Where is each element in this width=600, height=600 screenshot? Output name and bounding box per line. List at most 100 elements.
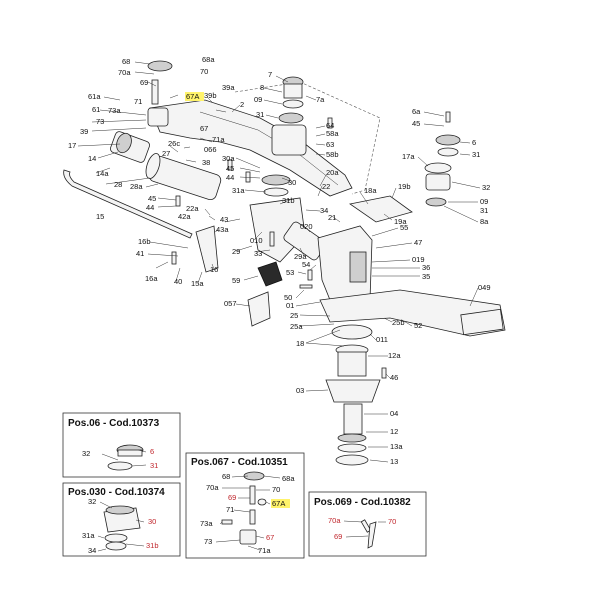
label-2: 2: [240, 100, 244, 109]
detail-pos030-label-30: 30: [148, 517, 156, 526]
detail-pos067-67a-highlight: [271, 499, 290, 508]
label-15a: 15a: [191, 279, 204, 288]
screws: [171, 111, 451, 379]
label-64: 64: [326, 121, 334, 130]
label-50: 50: [284, 293, 292, 302]
label-13a: 13a: [390, 442, 403, 451]
label-01: 01: [286, 301, 294, 310]
label-27: 27: [162, 149, 170, 158]
wedge-part: [247, 291, 271, 327]
detail-pos067-label-70a: 70a: [206, 483, 219, 492]
label-31a: 31a: [232, 186, 245, 195]
label-16a: 16a: [145, 274, 158, 283]
plate-part: [348, 195, 413, 223]
main-assembly: [63, 60, 506, 466]
main-labels: 68 68a 70a 70 69 67A 61a 61 73a 71 73 67…: [68, 55, 491, 466]
label-28a: 28a: [130, 182, 143, 191]
detail-pos030-label-31a: 31a: [82, 531, 95, 540]
detail-box-pos067: Pos.067 - Cod.10351 68 68a 70a 70 69 67A…: [185, 452, 305, 559]
bracket-part: [195, 225, 219, 273]
detail-pos067-label-71a: 71a: [258, 546, 271, 555]
label-19b: 19b: [398, 182, 411, 191]
label-8a: 8a: [480, 217, 489, 226]
label-71: 71: [134, 97, 142, 106]
label-12a: 12a: [388, 351, 401, 360]
detail-title-pos030: Pos.030 - Cod.10374: [68, 487, 165, 498]
label-26c: 26c: [168, 139, 180, 148]
label-14: 14: [88, 154, 96, 163]
detail-pos067-label-67: 67: [266, 533, 274, 542]
label-58b: 58b: [326, 150, 339, 159]
detail-box-pos069: Pos.069 - Cod.10382 70a 70 69: [308, 491, 427, 557]
label-03: 03: [296, 386, 304, 395]
label-057: 057: [224, 299, 237, 308]
label-25: 25: [290, 311, 298, 320]
label-43a: 43a: [216, 225, 229, 234]
label-44-center: 44: [226, 173, 234, 182]
label-17a: 17a: [402, 152, 415, 161]
label-20a: 20a: [326, 168, 339, 177]
label-63: 63: [326, 140, 334, 149]
label-25b: 25b: [392, 318, 405, 327]
label-17: 17: [68, 141, 76, 150]
label-67a: 67A: [186, 92, 199, 101]
label-71a: 71a: [212, 135, 225, 144]
label-04: 04: [390, 409, 398, 418]
label-45-left: 45: [148, 194, 156, 203]
label-6: 6: [472, 138, 476, 147]
label-43: 43: [220, 215, 228, 224]
label-066: 066: [204, 145, 217, 154]
column-lower-part: [343, 403, 363, 435]
label-33: 33: [254, 249, 262, 258]
detail-pos067-label-69: 69: [228, 493, 236, 502]
label-29: 29: [232, 247, 240, 256]
label-70a: 70a: [118, 68, 131, 77]
label-7: 7: [268, 70, 272, 79]
label-30: 30: [288, 178, 296, 187]
label-55: 55: [400, 223, 408, 232]
label-049: 049: [478, 283, 491, 292]
label-38: 38: [202, 158, 210, 167]
detail-pos067-label-73a: 73a: [200, 519, 213, 528]
label-73: 73: [96, 117, 104, 126]
column-upper-part: [337, 351, 367, 377]
label-14a: 14a: [96, 169, 109, 178]
label-22a: 22a: [186, 204, 199, 213]
label-12: 12: [390, 427, 398, 436]
label-31-right: 31: [472, 150, 480, 159]
label-67: 67: [200, 124, 208, 133]
detail-pos067-label-68: 68: [222, 472, 230, 481]
brake-block-part: [257, 261, 283, 287]
label-44-left: 44: [146, 203, 154, 212]
label-67a-highlight: [185, 92, 204, 101]
label-54: 54: [302, 260, 310, 269]
rod-part: [63, 169, 193, 239]
label-68a: 68a: [202, 55, 215, 64]
label-69: 69: [140, 78, 148, 87]
detail-pos030-label-34: 34: [88, 546, 96, 555]
label-19a: 19a: [394, 217, 407, 226]
label-16b: 16b: [138, 237, 151, 246]
label-011: 011: [376, 335, 388, 344]
label-35: 35: [422, 272, 430, 281]
label-58a: 58a: [326, 129, 339, 138]
label-39: 39: [80, 127, 88, 136]
detail-pos06-label-32: 32: [82, 449, 90, 458]
label-6a: 6a: [412, 107, 421, 116]
label-52: 52: [414, 321, 422, 330]
label-39a: 39a: [222, 83, 235, 92]
detail-pos067-label-70: 70: [272, 485, 280, 494]
detail-pos067-label-71: 71: [226, 505, 234, 514]
label-16: 16: [210, 265, 218, 274]
label-70: 70: [200, 67, 208, 76]
label-41: 41: [136, 249, 144, 258]
detail-pos06-label-6: 6: [150, 447, 154, 456]
label-32: 32: [482, 183, 490, 192]
label-18a: 18a: [364, 186, 377, 195]
label-13: 13: [390, 457, 398, 466]
label-18: 18: [296, 339, 304, 348]
arm-body-part: [149, 99, 353, 197]
label-15: 15: [96, 212, 104, 221]
detail-pos067-label-68a: 68a: [282, 474, 295, 483]
